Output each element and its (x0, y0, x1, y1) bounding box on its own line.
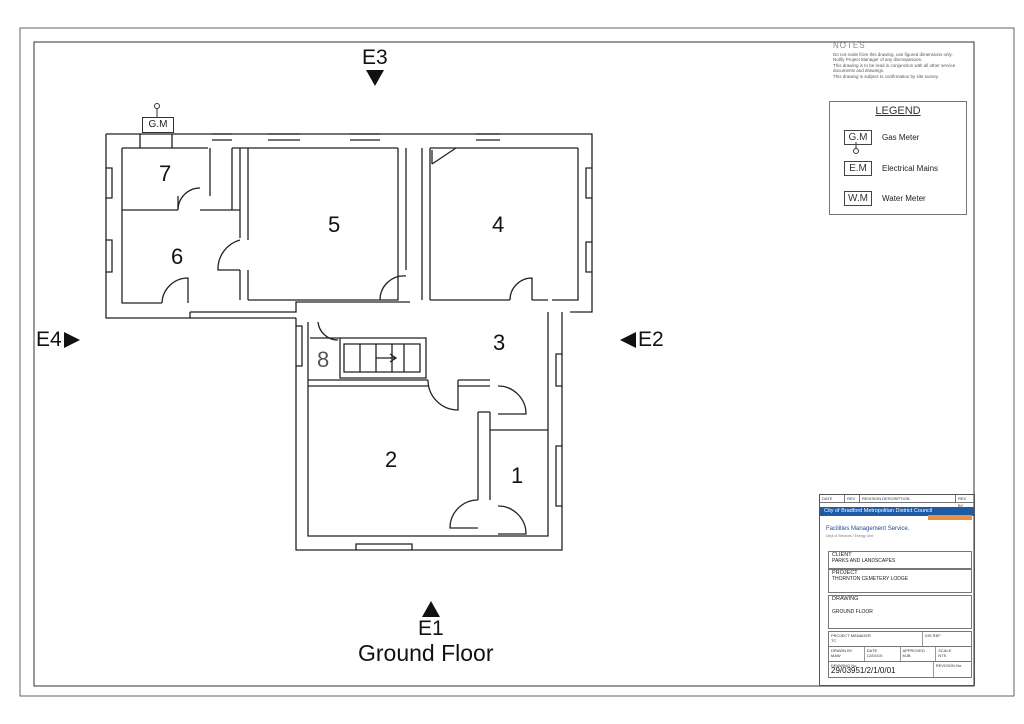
legend-title: LEGEND (875, 105, 921, 117)
project-manager-value: TC (831, 638, 837, 643)
title-block: DATE REV REVISION DESCRIPTION REV BY Cit… (819, 494, 975, 686)
revision-header-by: REV BY (958, 496, 967, 508)
elevation-marker-e2: E2 (620, 328, 664, 352)
project-box: PROJECT THORNTON CEMETERY LODGE (828, 569, 972, 593)
room-number-6: 6 (171, 244, 184, 269)
gas-meter-tag: G.M (142, 117, 174, 133)
project-label: PROJECT (832, 570, 858, 576)
legend-symbol: W.M (844, 191, 872, 206)
elevation-marker-e1: E1 (418, 601, 444, 641)
legend-label: Electrical Mains (882, 164, 939, 173)
drawing-value: GROUND FLOOR (832, 609, 873, 615)
revision-header-date: DATE (820, 495, 845, 502)
project-manager-label: PROJECT MANAGER (831, 633, 871, 638)
client-value: PARKS AND LANDSCAPES (832, 558, 896, 564)
arrow-down-icon (365, 70, 384, 86)
legend-box: LEGEND G.M Gas Meter E.M Electrical Main… (829, 101, 967, 215)
scale-label: SCALE (938, 648, 952, 653)
revision-number-cell: REVISION No. (934, 662, 971, 677)
drawn-by-label: DRAWN BY (831, 648, 853, 653)
legend-item-electrical-mains: E.M Electrical Mains (844, 161, 938, 176)
date-label: DATE (866, 648, 878, 653)
council-banner: City of Bradford Metropolitan District C… (820, 507, 974, 516)
scale-cell: SCALE NTS (936, 647, 971, 661)
department-sub: Dept of Services / Energy Unit (826, 534, 873, 538)
council-logo-bar (928, 515, 972, 520)
drawn-row: DRAWN BY MAW DATE 12/04/10 APPROVED MJB … (828, 646, 972, 662)
drawing-number-row: DRAWING No. 29/03951/2/1/0/01 REVISION N… (828, 661, 972, 678)
revision-header-row: DATE REV REVISION DESCRIPTION REV BY (820, 495, 974, 508)
client-label: CLIENT (832, 552, 852, 558)
notes-line: Notify Project Manager of any discrepanc… (833, 57, 923, 62)
elevation-marker-e4: E4 (36, 328, 80, 352)
drawn-by-value: MAW (831, 653, 841, 658)
revision-header-rev: REV (845, 495, 860, 502)
elevation-label-e1: E1 (418, 617, 444, 640)
elevation-label-e4: E4 (36, 328, 62, 351)
arrow-right-icon (63, 332, 80, 348)
manager-row: PROJECT MANAGER TC GIS REF (828, 631, 972, 647)
drawing-number-label: DRAWING No. (831, 663, 858, 668)
approved-label: APPROVED (902, 648, 925, 653)
legend-label: Gas Meter (882, 133, 920, 142)
approved-cell: APPROVED MJB (901, 647, 937, 661)
room-number-2: 2 (385, 447, 398, 472)
job-ref-label: GIS REF (924, 633, 941, 638)
legend-item-water-meter: W.M Water Meter (844, 191, 926, 206)
project-manager-cell: PROJECT MANAGER TC (829, 632, 923, 646)
room-number-1: 1 (511, 463, 524, 488)
elevation-label-e2: E2 (638, 328, 664, 351)
drawn-by-cell: DRAWN BY MAW (829, 647, 865, 661)
date-cell: DATE 12/04/10 (865, 647, 901, 661)
elevation-label-e3: E3 (362, 46, 388, 69)
arrow-left-icon (620, 332, 636, 348)
drawing-number-value: 29/03951/2/1/0/01 (831, 666, 896, 675)
room-number-4: 4 (492, 212, 505, 237)
revision-header-description: REVISION DESCRIPTION (860, 495, 956, 502)
legend-item-gas-meter: G.M Gas Meter (844, 130, 919, 145)
notes-panel: NOTES Do not scale from this drawing, us… (833, 41, 973, 79)
department-name: Facilities Management Service. (826, 526, 910, 532)
client-box: CLIENT PARKS AND LANDSCAPES (828, 551, 972, 569)
date-value: 12/04/10 (866, 653, 883, 658)
notes-line: This drawing is to be read in conjunctio… (833, 62, 956, 74)
project-value: THORNTON CEMETERY LODGE (832, 576, 909, 582)
room-number-7: 7 (159, 161, 172, 186)
room-number-5: 5 (328, 212, 341, 237)
floor-title: Ground Floor (358, 640, 494, 666)
notes-line: Do not scale from this drawing, use figu… (833, 51, 953, 57)
legend-symbol: G.M (844, 130, 872, 145)
drawing-number-cell: DRAWING No. 29/03951/2/1/0/01 (829, 662, 934, 677)
approved-value: MJB (902, 653, 911, 658)
job-ref-cell: GIS REF (923, 632, 971, 646)
drawing-box: DRAWING GROUND FLOOR (828, 595, 972, 629)
revision-number-label: REVISION No. (935, 663, 963, 668)
elevation-marker-e3: E3 (362, 46, 388, 86)
legend-symbol: E.M (844, 161, 872, 176)
scale-value: NTS (938, 653, 947, 658)
room-number-3: 3 (493, 330, 506, 355)
arrow-up-icon (421, 601, 440, 617)
notes-line: This drawing is subject to confirmation … (833, 73, 939, 79)
notes-title: NOTES (833, 41, 866, 50)
drawing-label: DRAWING (832, 596, 859, 602)
room-number-8: 8 (317, 347, 330, 372)
legend-label: Water Meter (882, 194, 926, 203)
